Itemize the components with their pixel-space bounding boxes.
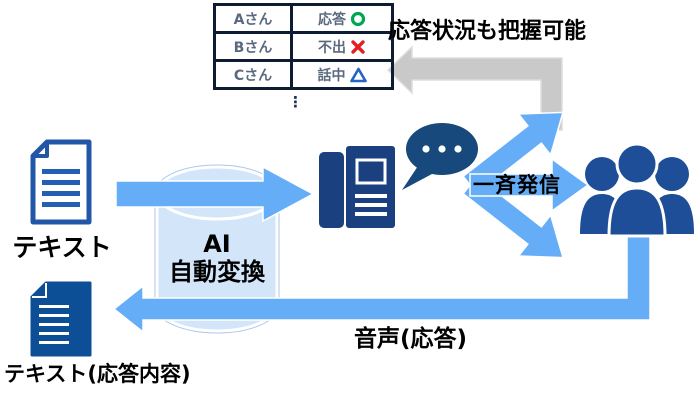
text-document-icon	[30, 139, 92, 225]
status-cell: 不出	[290, 31, 394, 62]
phone-icon	[319, 146, 395, 228]
person-name-cell: Cさん	[213, 59, 293, 90]
status-busy-triangle-icon	[349, 67, 367, 82]
broadcast-caption: 一斉発信	[473, 173, 561, 197]
status-caption: 応答状況も把握可能	[388, 19, 587, 44]
person-name-cell: Bさん	[213, 31, 293, 62]
response-status-table: Aさん 応答 Bさん 不出	[213, 3, 394, 90]
speech-bubble-icon	[402, 123, 478, 190]
response-document-icon	[30, 281, 92, 357]
table-row: Bさん 不出	[213, 31, 394, 62]
input-document-label: テキスト	[12, 233, 112, 262]
status-fail-x-icon	[351, 39, 365, 54]
status-label: 不出	[318, 39, 346, 56]
status-ok-circle-icon	[350, 11, 366, 26]
output-document-label: テキスト(応答内容)	[4, 362, 191, 386]
status-label: 話中	[317, 67, 346, 84]
status-cell: 話中	[290, 59, 394, 90]
converter-label-line2: 自動変換	[169, 258, 265, 286]
person-name-cell: Aさん	[213, 3, 293, 34]
table-row: Cさん 話中	[213, 59, 394, 90]
text-input-arrow-icon	[115, 166, 315, 223]
table-row: Aさん 応答	[213, 3, 394, 34]
status-label: 応答	[318, 11, 346, 28]
voice-response-caption: 音声(応答)	[354, 326, 468, 352]
converter-label-line1: AI	[203, 230, 231, 258]
people-group-icon	[580, 142, 694, 238]
broadcast-fan-arrows-icon	[462, 111, 590, 259]
table-more-indicator: ⋮	[288, 93, 303, 111]
status-cell: 応答	[290, 3, 394, 34]
